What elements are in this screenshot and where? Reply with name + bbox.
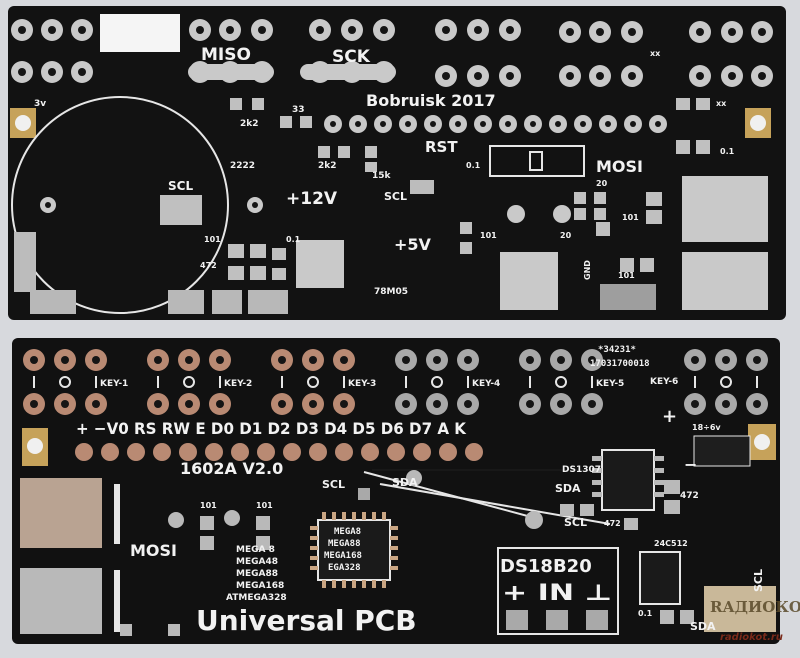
label-model: 1602A V2.0 — [180, 459, 283, 478]
label-ds1307: DS1307 — [562, 465, 601, 475]
label-472-b: 472 — [604, 519, 621, 528]
top-board-substrate — [8, 6, 786, 320]
watermark: RАДИОКОТ radiokot.ru — [710, 598, 800, 643]
top-pad-row-1 — [11, 19, 773, 43]
label-101-c: 101 — [622, 213, 639, 222]
bottom-board-substrate — [12, 338, 780, 644]
label-plus: + — [662, 406, 677, 427]
label-472-a: 472 — [680, 491, 699, 501]
regulator-tab-left — [296, 240, 344, 288]
bottom-board: KEY-1 KEY-2 KEY-3 KEY-4 KEY-5 KEY-6 + −V… — [12, 338, 780, 644]
label-gnd-top: GND — [583, 260, 592, 280]
label-scl-side: SCL — [752, 569, 765, 592]
label-mosi-bottom: MOSI — [130, 541, 177, 560]
lcd-header-pads — [75, 443, 483, 461]
label-33: 33 — [292, 105, 305, 115]
label-101-a: 101 — [204, 235, 221, 244]
white-sticker — [100, 14, 180, 52]
label-3v: 3v — [34, 99, 46, 109]
chip-text-1: MEGA8 — [334, 527, 361, 537]
label-sda-a: SDA — [392, 476, 418, 489]
label-miso: MISO — [201, 45, 251, 65]
label-472-top: 472 — [200, 261, 217, 270]
mcu-outline — [317, 519, 391, 581]
label-24c512: 24C512 — [654, 539, 688, 548]
label-15k: 15k — [372, 171, 392, 181]
label-mosi-top: MOSI — [596, 157, 643, 176]
label-5v: +5V — [394, 235, 432, 254]
top-board: MISO SCK Bobruisk 2017 RST MOSI SCL SCL … — [8, 6, 786, 320]
label-101-bottom-b: 101 — [256, 501, 273, 510]
label-101-bottom-a: 101 — [200, 501, 217, 510]
regulator-tab-right-2 — [682, 252, 768, 310]
label-01-c: 0.1 — [720, 147, 735, 156]
label-scl-top-left: SCL — [168, 179, 193, 193]
label-101-d: 101 — [618, 271, 635, 280]
label-ds-pins: + IN ⊥ — [502, 581, 612, 606]
sck-jumper — [300, 64, 396, 80]
label-20-b: 20 — [560, 231, 572, 240]
mega-list-3: MEGA88 — [236, 569, 278, 579]
mega-list-4: MEGA168 — [236, 581, 284, 591]
mega-list-2: MEGA48 — [236, 557, 278, 567]
scl-pad — [160, 195, 202, 225]
label-universal-pcb: Universal PCB — [196, 604, 417, 637]
label-lcd-pins: + −V0 RS RW E D0 D1 D2 D3 D4 D5 D6 D7 A … — [76, 419, 467, 438]
label-scl-b: SCL — [564, 516, 587, 529]
crystal-outline — [489, 145, 585, 177]
label-01-bottom: 0.1 — [638, 609, 653, 618]
label-xx-b: xx — [716, 99, 727, 108]
chip-text-3: MEGA168 — [324, 551, 362, 561]
label-01-b: 0.1 — [286, 235, 301, 244]
label-serial-b: 17031700018 — [590, 359, 650, 369]
label-range: 18÷6v — [692, 423, 721, 432]
chip-text-4: EGA328 — [328, 563, 361, 573]
mega-list-5: ATMEGA328 — [226, 593, 287, 603]
label-ds18b20: DS18B20 — [500, 556, 592, 577]
label-2k2-a: 2k2 — [240, 119, 259, 129]
watermark-bg — [704, 586, 776, 632]
label-sck: SCK — [332, 47, 371, 67]
label-key-5: KEY-5 — [596, 379, 624, 389]
left-power-pad-1 — [20, 478, 102, 548]
label-scl-top-mid: SCL — [384, 190, 407, 203]
regulator-tab-right — [682, 176, 768, 242]
chip-text-2: MEGA88 — [328, 539, 361, 549]
miso-jumper — [188, 64, 274, 80]
key-markers — [33, 376, 758, 388]
label-key-4: KEY-4 — [472, 379, 500, 389]
ds1307-outline — [601, 449, 655, 511]
top-mount-holes — [10, 108, 771, 138]
label-scl-a: SCL — [322, 478, 345, 491]
eeprom-outline — [639, 551, 681, 605]
label-bobruisk: Bobruisk 2017 — [366, 91, 496, 110]
label-rst: RST — [425, 138, 458, 156]
ds18b20-outline — [497, 547, 619, 635]
label-key-2: KEY-2 — [224, 379, 252, 389]
label-key-6: KEY-6 — [650, 377, 678, 387]
label-2222: 2222 — [230, 161, 255, 171]
battery-outline — [11, 96, 229, 314]
label-xx-a: xx — [650, 49, 661, 58]
label-sda-c: SDA — [690, 620, 716, 633]
label-key-3: KEY-3 — [348, 379, 376, 389]
label-2k2-b: 2k2 — [318, 161, 337, 171]
left-power-pad-2 — [20, 568, 102, 634]
label-minus: − — [684, 455, 697, 474]
watermark-url: radiokot.ru — [720, 632, 783, 643]
watermark-logo: RАДИОКОТ — [710, 598, 800, 616]
top-smd-pads — [228, 98, 710, 310]
label-01-a: 0.1 — [466, 161, 481, 170]
regulator-tab-mid — [500, 252, 558, 310]
label-serial-a: *34231* — [598, 345, 636, 355]
label-sda-b: SDA — [555, 482, 581, 495]
label-78m05: 78M05 — [374, 287, 408, 297]
label-101-b: 101 — [480, 231, 497, 240]
label-12v: +12V — [286, 189, 338, 209]
mega-list-1: MEGA 8 — [236, 545, 275, 555]
label-20-a: 20 — [596, 179, 608, 188]
label-key-1: KEY-1 — [100, 379, 128, 389]
